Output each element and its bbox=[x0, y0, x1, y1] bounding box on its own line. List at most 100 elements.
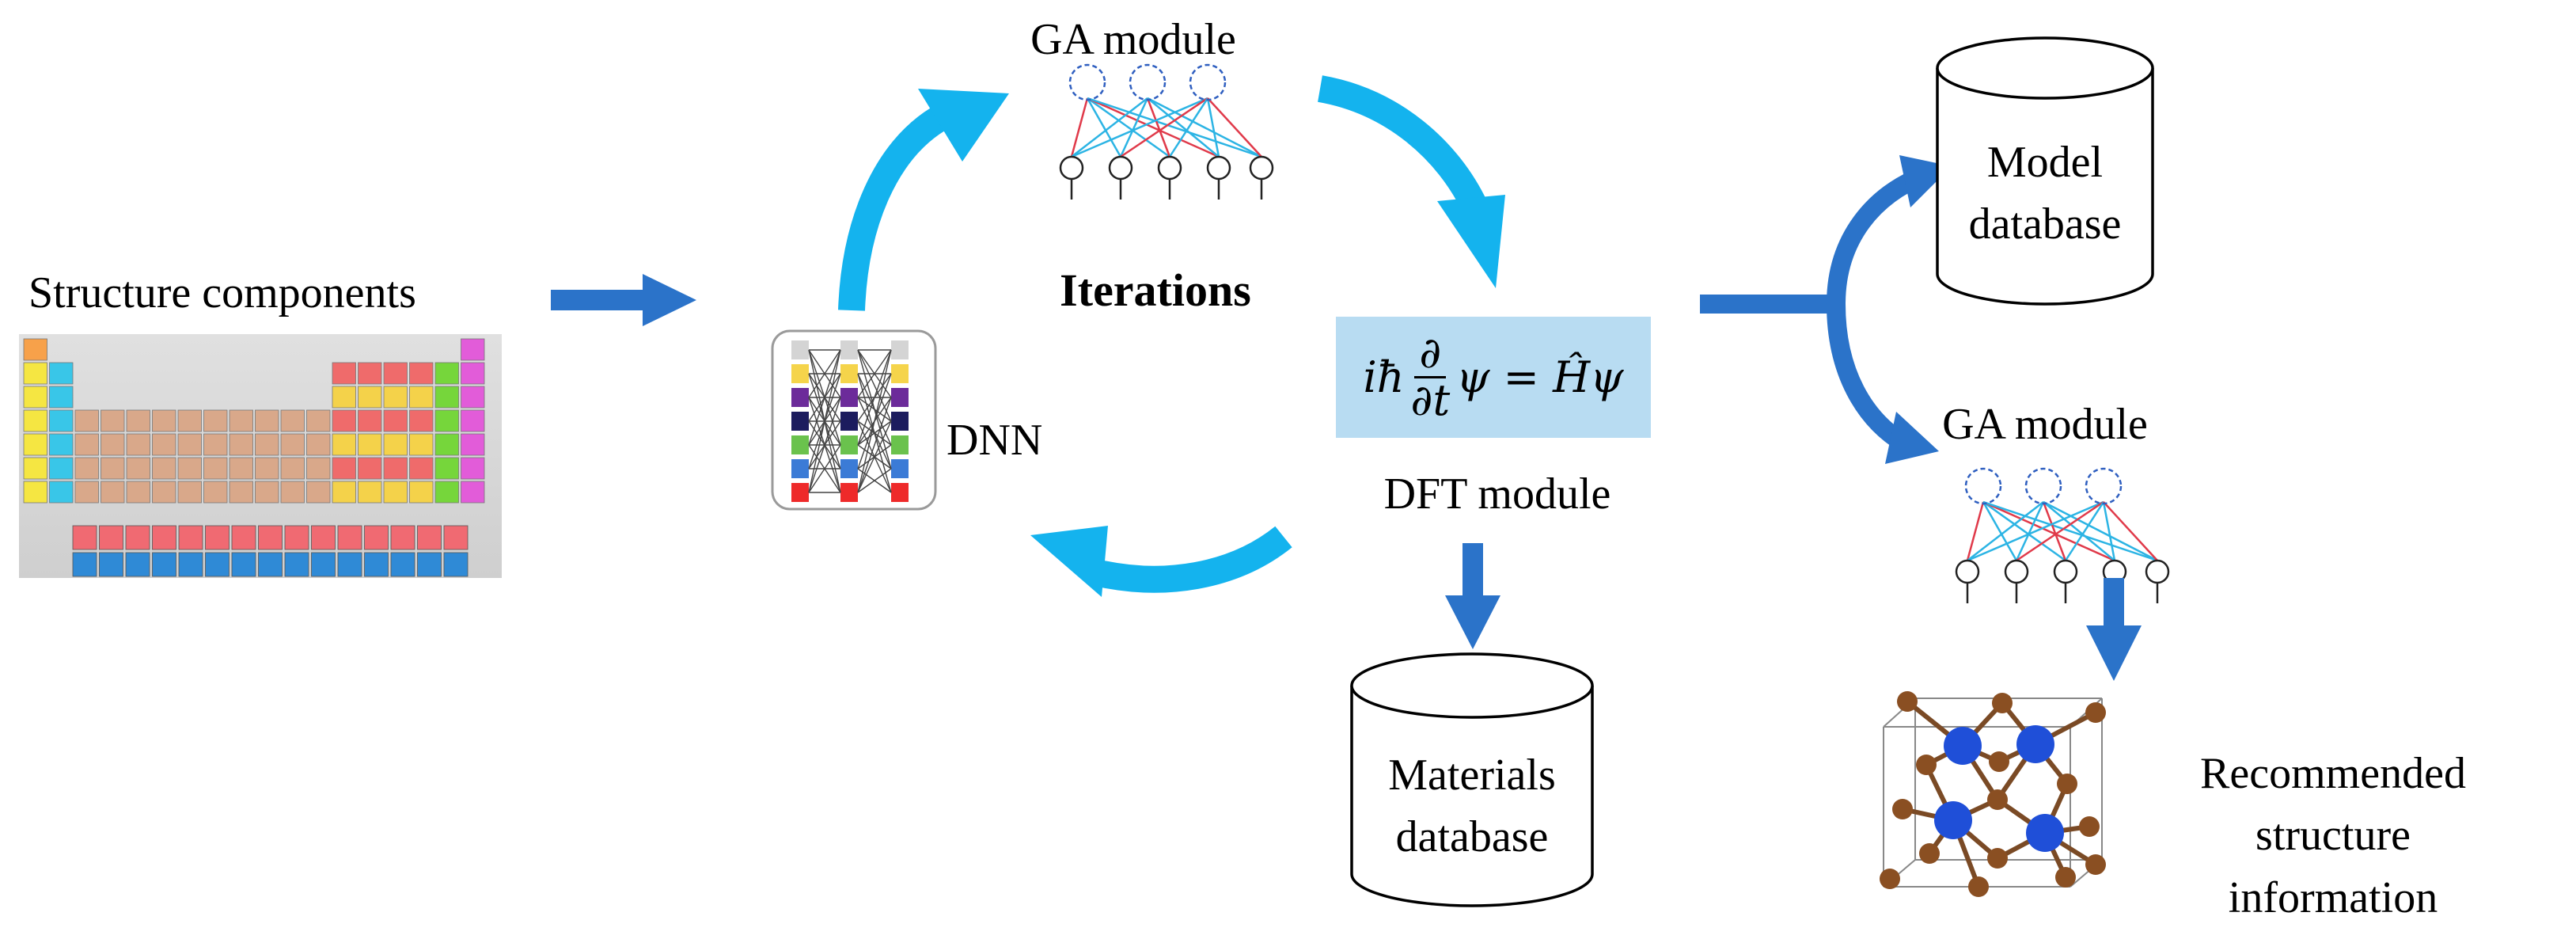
iterations-label: Iterations bbox=[1060, 264, 1251, 316]
periodic-table-cell bbox=[409, 386, 434, 409]
dnn-node bbox=[840, 340, 858, 359]
periodic-table-cell bbox=[229, 457, 253, 480]
crystal-atom-brown bbox=[2055, 867, 2076, 888]
structure-components-label: Structure components bbox=[28, 268, 416, 317]
dnn-node bbox=[791, 364, 809, 383]
ga-node bbox=[1249, 155, 1274, 181]
periodic-table-cell bbox=[23, 457, 47, 480]
ga-edge bbox=[1070, 97, 1089, 158]
periodic-table-cell bbox=[434, 386, 459, 409]
crystal-atom-brown bbox=[2057, 774, 2077, 794]
periodic-table-cell bbox=[23, 409, 47, 432]
periodic-table-cell bbox=[229, 409, 253, 432]
periodic-table-cell bbox=[178, 552, 203, 577]
periodic-table-cell bbox=[284, 525, 309, 550]
dnn-node bbox=[840, 412, 858, 431]
schrodinger-equation: iħ ∂ ∂t ψ = Ĥψ bbox=[1336, 317, 1651, 438]
ga-edge bbox=[1967, 500, 2104, 562]
periodic-table-cell bbox=[409, 362, 434, 385]
dnn-node bbox=[840, 483, 858, 502]
periodic-table-cell bbox=[23, 362, 47, 385]
periodic-table-cell bbox=[306, 457, 331, 480]
ga-edge bbox=[1119, 97, 1149, 158]
dnn-edge bbox=[808, 444, 841, 493]
periodic-table-cell bbox=[255, 481, 279, 504]
database-cylinder-icon bbox=[1350, 652, 1594, 907]
periodic-table-cell bbox=[205, 525, 230, 550]
periodic-table-cell bbox=[434, 433, 459, 456]
ga-edge bbox=[1147, 97, 1220, 158]
dnn-edge bbox=[857, 349, 892, 398]
periodic-table-cell bbox=[152, 525, 176, 550]
dnn-node bbox=[791, 483, 809, 502]
dnn-node bbox=[840, 459, 858, 478]
crystal-atom-brown bbox=[1919, 843, 1940, 864]
ga-node bbox=[1059, 155, 1084, 181]
periodic-table-cell bbox=[152, 481, 176, 504]
ga-node bbox=[1068, 63, 1106, 101]
crystal-atom-brown bbox=[1897, 691, 1918, 712]
dnn-node bbox=[791, 412, 809, 431]
periodic-table-cell bbox=[461, 433, 485, 456]
equation-lhs: iħ bbox=[1363, 352, 1405, 402]
periodic-table-cell bbox=[280, 433, 305, 456]
periodic-table-cell bbox=[203, 433, 228, 456]
periodic-table-cell bbox=[390, 552, 415, 577]
branch-arrow bbox=[1700, 155, 1952, 464]
periodic-table-cell bbox=[23, 338, 47, 361]
dnn-node bbox=[791, 435, 809, 454]
materials-database-line1: Materials bbox=[1388, 751, 1556, 800]
periodic-table-cell bbox=[126, 481, 150, 504]
periodic-table-cell bbox=[311, 552, 336, 577]
periodic-table-cell bbox=[49, 409, 74, 432]
ga-edge bbox=[1087, 97, 1262, 158]
periodic-table-cell bbox=[177, 481, 202, 504]
equation-frac-num: ∂ bbox=[1414, 331, 1447, 378]
ga-edge bbox=[2064, 501, 2105, 561]
materials-database-line2: database bbox=[1395, 812, 1549, 862]
periodic-table-cell bbox=[99, 525, 123, 550]
periodic-table-cell bbox=[258, 525, 283, 550]
periodic-table-cell bbox=[284, 552, 309, 577]
dnn-network-icon bbox=[771, 329, 937, 511]
dnn-node bbox=[891, 340, 909, 359]
periodic-table-cell bbox=[443, 525, 469, 550]
periodic-table-cell bbox=[358, 433, 382, 456]
ga-module-top-label: GA module bbox=[1030, 15, 1236, 64]
ga-edge bbox=[1982, 500, 2115, 562]
periodic-table-cell bbox=[152, 457, 176, 480]
periodic-table-cell bbox=[229, 433, 253, 456]
ga-node bbox=[1206, 155, 1231, 181]
recommended-line1: Recommended bbox=[2200, 749, 2466, 798]
dnn-node bbox=[791, 388, 809, 407]
periodic-table-cell bbox=[358, 362, 382, 385]
periodic-table-cell bbox=[383, 362, 408, 385]
dnn-node bbox=[891, 412, 909, 431]
periodic-table-cell bbox=[74, 457, 99, 480]
periodic-table-cell bbox=[152, 409, 176, 432]
periodic-table-cell bbox=[461, 338, 485, 361]
dnn-edge bbox=[857, 397, 892, 422]
crystal-atom-brown bbox=[1880, 869, 1900, 889]
ga-edge bbox=[1206, 97, 1220, 158]
periodic-table-cell bbox=[49, 362, 74, 385]
periodic-table-image bbox=[19, 334, 502, 578]
dnn-node bbox=[791, 459, 809, 478]
iteration-arrow-back bbox=[1030, 526, 1292, 597]
periodic-table-cell bbox=[383, 457, 408, 480]
periodic-table-cell bbox=[125, 525, 150, 550]
dnn-edge bbox=[808, 349, 841, 398]
crystal-atom-brown bbox=[1892, 799, 1913, 819]
periodic-table-cell bbox=[101, 457, 125, 480]
periodic-table-cell bbox=[409, 457, 434, 480]
periodic-table-cell bbox=[364, 525, 389, 550]
crystal-structure-icon bbox=[1880, 691, 2106, 897]
periodic-table-cell bbox=[23, 433, 47, 456]
ga-module-right-label: GA module bbox=[1942, 400, 2148, 449]
equation-rhs: ψ = Ĥψ bbox=[1456, 352, 1624, 402]
dnn-node bbox=[840, 388, 858, 407]
dnn-edge bbox=[808, 397, 841, 493]
ga-node bbox=[1189, 63, 1227, 101]
periodic-table-cell bbox=[358, 481, 382, 504]
